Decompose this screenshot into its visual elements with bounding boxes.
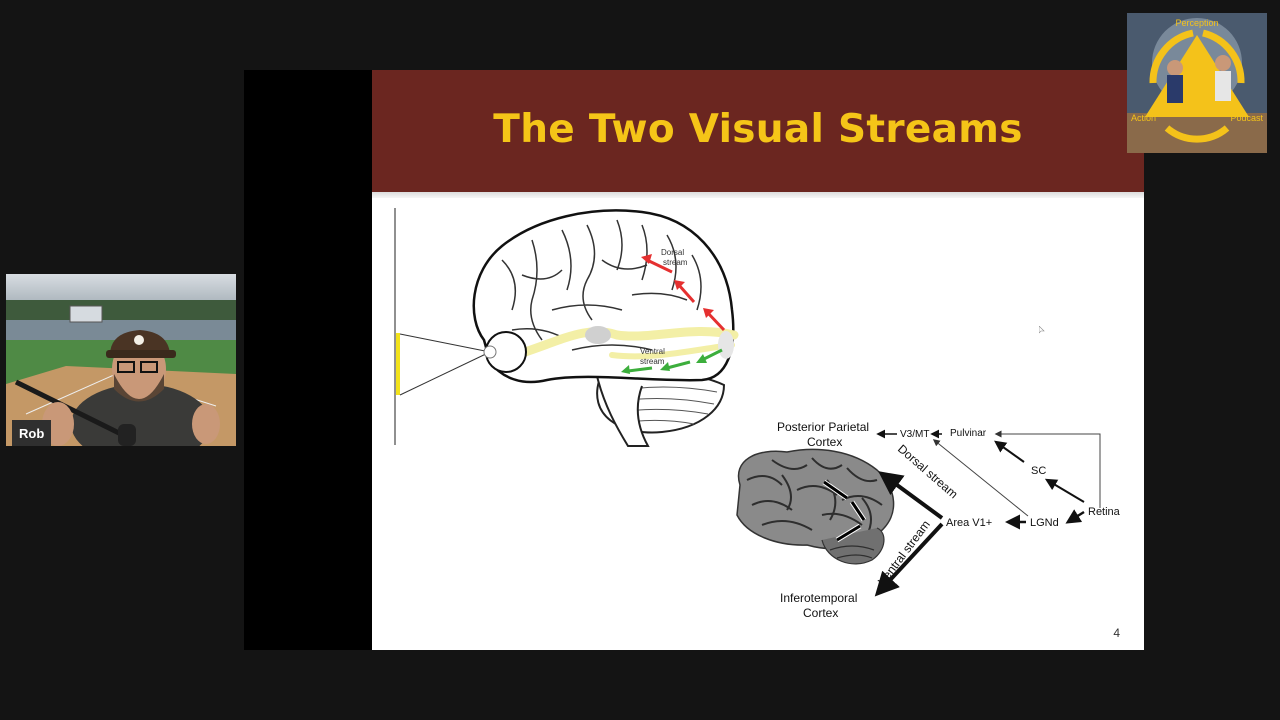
infero-label-1: Inferotemporal bbox=[780, 591, 857, 605]
pathway-arrows bbox=[874, 429, 1101, 597]
slide-header: The Two Visual Streams bbox=[372, 70, 1144, 192]
visual-stimulus-bar bbox=[396, 333, 400, 395]
dorsal-stream-arrows bbox=[641, 254, 726, 332]
webcam-video bbox=[6, 274, 236, 446]
presenter-name-tag: Rob bbox=[12, 420, 52, 446]
cerebrum-outline bbox=[472, 209, 735, 384]
slide-number: 4 bbox=[1113, 626, 1120, 640]
header-divider bbox=[372, 192, 1144, 198]
brain-diagram: Dorsal stream Ventral stream bbox=[394, 208, 739, 447]
logo-text-perception: Perception bbox=[1175, 18, 1218, 28]
retina-label: Retina bbox=[1088, 506, 1121, 518]
pathway-diagram: Posterior Parietal Cortex V3/MT Pulvinar… bbox=[736, 420, 1121, 620]
v1-label: Area V1+ bbox=[946, 517, 992, 529]
posterior-label-2: Cortex bbox=[807, 435, 842, 449]
ventral-label-1: Ventral bbox=[640, 347, 665, 356]
dorsal-label-2: stream bbox=[663, 258, 688, 267]
podcast-logo: Perception Action Podcast bbox=[1127, 13, 1267, 153]
visual-pathway bbox=[517, 326, 739, 358]
mouse-cursor-icon bbox=[1039, 326, 1045, 334]
slide-title: The Two Visual Streams bbox=[493, 106, 1023, 152]
sc-label: SC bbox=[1031, 465, 1046, 477]
lgnd-label: LGNd bbox=[1030, 517, 1059, 529]
presenter-webcam: Rob bbox=[6, 274, 236, 446]
ventral-stream-arrows bbox=[621, 348, 723, 374]
pulvinar-label: Pulvinar bbox=[950, 428, 987, 439]
logo-text-podcast: Podcast bbox=[1230, 113, 1263, 123]
infero-label-2: Cortex bbox=[803, 606, 838, 620]
ventral-label-2: stream bbox=[640, 357, 665, 366]
v3mt-label: V3/MT bbox=[900, 429, 929, 440]
photo-brain bbox=[736, 448, 895, 565]
posterior-label-1: Posterior Parietal bbox=[777, 420, 869, 434]
logo-text-action: Action bbox=[1131, 113, 1156, 123]
brainstem bbox=[596, 375, 650, 447]
presentation-slide: The Two Visual Streams Dorsal stream V bbox=[372, 70, 1144, 650]
dorsal-label-1: Dorsal bbox=[661, 248, 684, 257]
